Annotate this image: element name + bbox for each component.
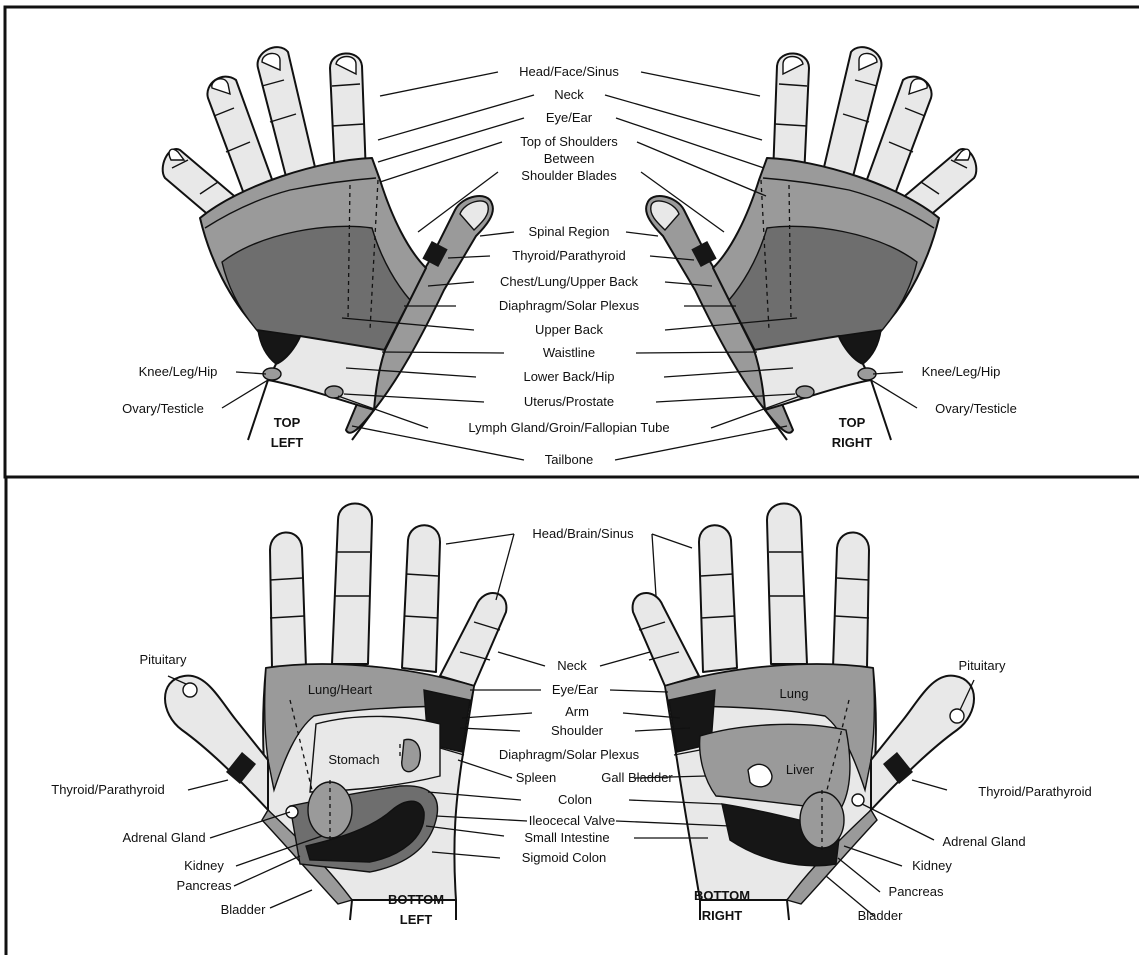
label-adrenal-left: Adrenal Gland: [122, 830, 205, 845]
label-lymph-gland: Lymph Gland/Groin/Fallopian Tube: [468, 420, 669, 435]
label-top-of-shoulders: Top of Shoulders: [520, 134, 618, 149]
label-uterus-prostate: Uterus/Prostate: [524, 394, 614, 409]
caption-top-right-line2: RIGHT: [832, 435, 873, 450]
label-tailbone: Tailbone: [545, 452, 593, 467]
label-small-intestine: Small Intestine: [524, 830, 609, 845]
caption-top-right-line1: TOP: [839, 415, 866, 430]
label-spleen: Spleen: [516, 770, 556, 785]
label-gall-bladder: Gall Bladder: [601, 770, 673, 785]
label-lung-heart: Lung/Heart: [308, 682, 373, 697]
label-head-face-sinus: Head/Face/Sinus: [519, 64, 619, 79]
label-knee-leg-hip-left: Knee/Leg/Hip: [139, 364, 218, 379]
label-kidney-left: Kidney: [184, 858, 224, 873]
label-thyroid-parathyroid-top: Thyroid/Parathyroid: [512, 248, 625, 263]
caption-bottom-left-line2: LEFT: [400, 912, 433, 927]
label-knee-leg-hip-right: Knee/Leg/Hip: [922, 364, 1001, 379]
label-colon: Colon: [558, 792, 592, 807]
label-eye-ear-bottom: Eye/Ear: [552, 682, 599, 697]
bottom-right-gall-bladder: [748, 764, 772, 786]
label-bladder-left: Bladder: [221, 902, 266, 917]
label-neck-bottom: Neck: [557, 658, 587, 673]
label-diaphragm-top: Diaphragm/Solar Plexus: [499, 298, 640, 313]
label-ileocecal-valve: Ileocecal Valve: [529, 813, 615, 828]
bottom-left-pituitary: [183, 683, 197, 697]
label-pituitary-left: Pituitary: [140, 652, 187, 667]
bottom-left-spleen: [402, 739, 421, 771]
caption-bottom-left-line1: BOTTOM: [388, 892, 444, 907]
caption-bottom-right-line1: BOTTOM: [694, 888, 750, 903]
bottom-right-pituitary: [950, 709, 964, 723]
caption-top-left-line2: LEFT: [271, 435, 304, 450]
label-eye-ear: Eye/Ear: [546, 110, 593, 125]
label-neck: Neck: [554, 87, 584, 102]
label-waistline: Waistline: [543, 345, 595, 360]
label-lower-back-hip: Lower Back/Hip: [523, 369, 614, 384]
label-between: Between: [544, 151, 595, 166]
label-ovary-testicle-right: Ovary/Testicle: [935, 401, 1017, 416]
label-sigmoid-colon: Sigmoid Colon: [522, 850, 607, 865]
caption-top-left-line1: TOP: [274, 415, 301, 430]
label-adrenal-right: Adrenal Gland: [942, 834, 1025, 849]
label-kidney-right: Kidney: [912, 858, 952, 873]
label-thyroid-bottom-right: Thyroid/Parathyroid: [978, 784, 1091, 799]
label-pancreas-left: Pancreas: [177, 878, 232, 893]
label-stomach: Stomach: [328, 752, 379, 767]
caption-bottom-right-line2: RIGHT: [702, 908, 743, 923]
label-lung: Lung: [780, 686, 809, 701]
label-arm: Arm: [565, 704, 589, 719]
label-upper-back: Upper Back: [535, 322, 603, 337]
label-chest-lung-upper-back: Chest/Lung/Upper Back: [500, 274, 639, 289]
label-pituitary-right: Pituitary: [959, 658, 1006, 673]
label-pancreas-right: Pancreas: [889, 884, 944, 899]
label-ovary-testicle-left: Ovary/Testicle: [122, 401, 204, 416]
bottom-left-adrenal: [286, 806, 298, 818]
label-diaphragm-bottom: Diaphragm/Solar Plexus: [499, 747, 640, 762]
label-bladder-right: Bladder: [858, 908, 903, 923]
label-shoulder: Shoulder: [551, 723, 604, 738]
label-liver: Liver: [786, 762, 815, 777]
label-thyroid-bottom-left: Thyroid/Parathyroid: [51, 782, 164, 797]
label-spinal-region: Spinal Region: [529, 224, 610, 239]
label-shoulder-blades: Shoulder Blades: [521, 168, 617, 183]
label-head-brain-sinus: Head/Brain/Sinus: [532, 526, 634, 541]
